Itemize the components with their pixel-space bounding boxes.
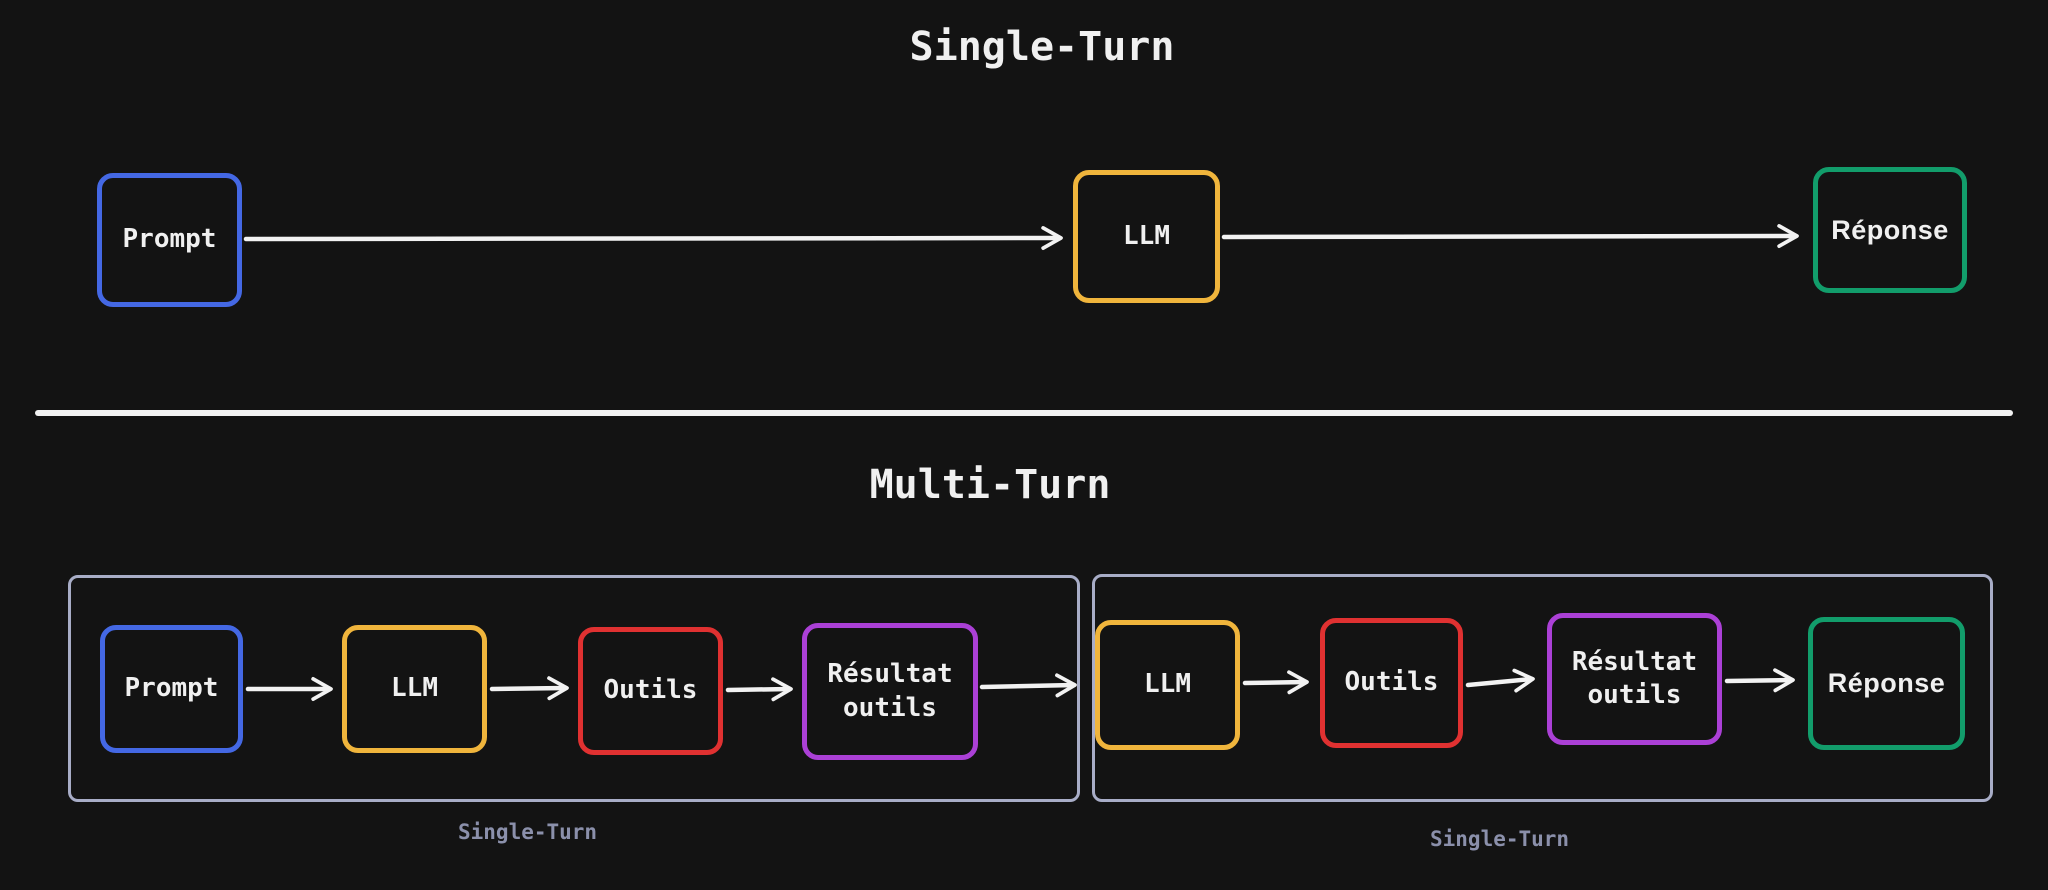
- mt1-node-outils-label: Outils: [603, 675, 698, 706]
- st-node-llm: LLM: [1073, 170, 1220, 303]
- st-node-prompt-label: Prompt: [122, 224, 217, 255]
- mt2-node-reponse: Réponse: [1808, 617, 1965, 750]
- st-node-reponse: Réponse: [1813, 167, 1967, 293]
- st-node-reponse-label: Réponse: [1831, 214, 1949, 245]
- mt2-node-resultat-outils: Résultat outils: [1547, 613, 1722, 745]
- arrow-prompt-to-llm: [243, 226, 1063, 251]
- mt1-node-resultat-outils: Résultat outils: [802, 623, 978, 760]
- section-divider: [35, 410, 2013, 416]
- single-turn-title: Single-Turn: [909, 24, 1175, 70]
- arrow-llm-to-reponse: [1221, 224, 1799, 249]
- mt1-node-llm-label: LLM: [391, 673, 438, 704]
- mt2-node-outils-label: Outils: [1344, 667, 1439, 698]
- st-node-prompt: Prompt: [97, 173, 242, 307]
- mt1-node-prompt-label: Prompt: [124, 673, 219, 704]
- mt2-node-llm-label: LLM: [1144, 669, 1191, 700]
- mt-group-2-caption: Single-Turn: [1430, 827, 1570, 851]
- mt2-node-resultat-outils-label: Résultat outils: [1571, 646, 1698, 710]
- mt2-node-outils: Outils: [1320, 618, 1463, 748]
- mt1-node-llm: LLM: [342, 625, 487, 753]
- mt2-node-llm: LLM: [1095, 620, 1240, 750]
- mt1-node-resultat-outils-label: Résultat outils: [827, 659, 953, 723]
- st-node-llm-label: LLM: [1123, 220, 1170, 251]
- mt-group-1-caption: Single-Turn: [458, 820, 598, 844]
- mt2-node-reponse-label: Réponse: [1827, 668, 1946, 699]
- mt1-node-prompt: Prompt: [100, 625, 243, 753]
- mt-group-1: [68, 575, 1080, 802]
- multi-turn-title: Multi-Turn: [869, 462, 1111, 508]
- mt-group-2: [1092, 574, 1993, 802]
- mt1-node-outils: Outils: [578, 627, 723, 755]
